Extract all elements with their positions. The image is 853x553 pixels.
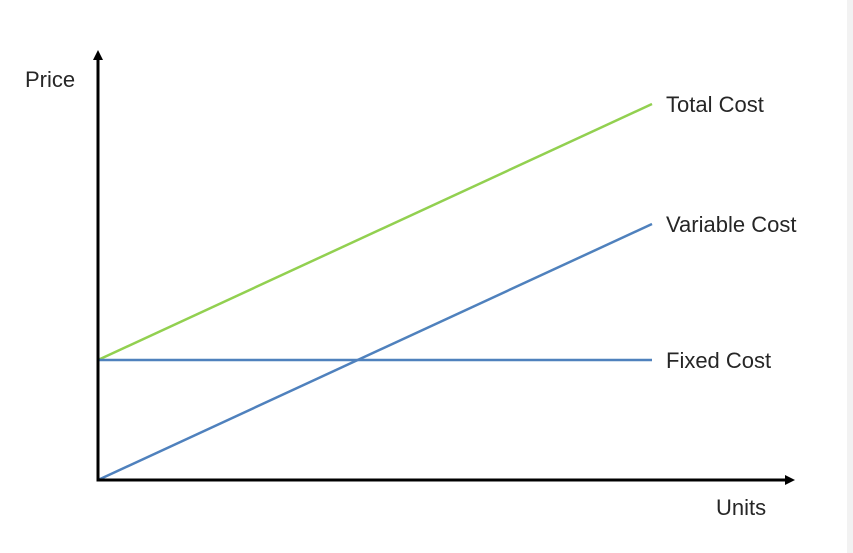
variable-cost-line <box>97 222 653 482</box>
total-cost-label: Total Cost <box>666 92 764 117</box>
window-edge <box>847 0 853 553</box>
total-cost-line <box>97 102 653 362</box>
series-layer <box>97 102 653 482</box>
variable-cost-label: Variable Cost <box>666 212 796 237</box>
x-axis-label: Units <box>716 495 766 520</box>
fixed-cost-label: Fixed Cost <box>666 348 771 373</box>
y-axis-label: Price <box>25 67 75 92</box>
